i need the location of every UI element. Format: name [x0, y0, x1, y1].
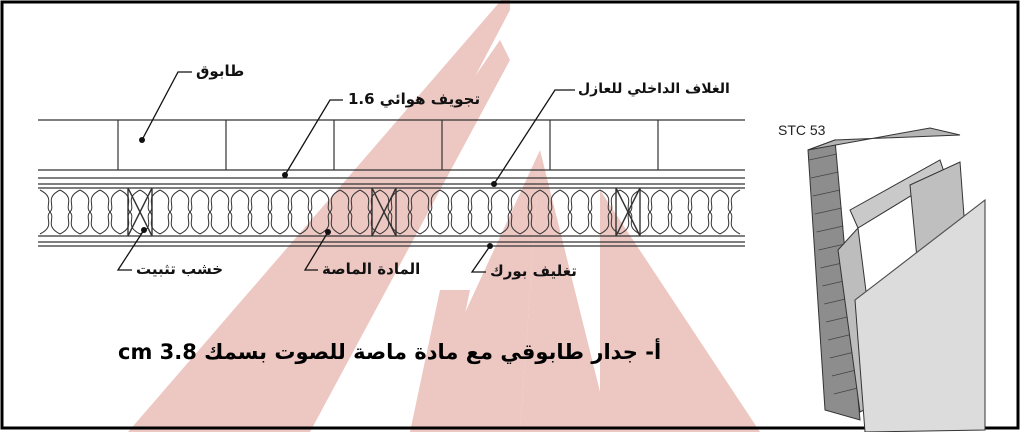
- insulation-loop: [59, 189, 81, 235]
- insulation-loop: [699, 189, 721, 235]
- wall-3d-illustration: [807, 127, 986, 433]
- brick-joint: [814, 207, 842, 215]
- insulation-loop: [339, 189, 361, 235]
- insulation-loop: [479, 189, 501, 235]
- fixing-wood-studs: [127, 187, 641, 237]
- insulation-pattern: [39, 189, 741, 235]
- insulation-loop: [319, 189, 341, 235]
- figure-caption: أ- جدار طابوقي مع مادة ماصة للصوت بسمك 3…: [118, 340, 662, 364]
- insulation-loop: [719, 189, 741, 235]
- insulation-loop: [459, 189, 481, 235]
- insulation-loop: [159, 189, 181, 235]
- insulation-loop: [599, 189, 621, 235]
- insulation-loop: [219, 189, 241, 235]
- insulation-loop: [39, 189, 61, 235]
- insulation-loop: [619, 189, 641, 235]
- label-insulation-inner-cover: الغلاف الداخلي للعازل: [578, 81, 730, 97]
- insulation-loop: [179, 189, 201, 235]
- insulation-loop: [579, 189, 601, 235]
- brick-joint: [810, 171, 839, 179]
- insulation-loop: [559, 189, 581, 235]
- leader-lines: [116, 71, 575, 273]
- insulation-loop: [299, 189, 321, 235]
- insulation-loop: [639, 189, 661, 235]
- insulation-loop: [659, 189, 681, 235]
- brick-joint: [816, 225, 844, 233]
- insulation-loop: [259, 189, 281, 235]
- brick-joint: [827, 333, 854, 341]
- brick-joint: [833, 387, 858, 395]
- brick-joint: [831, 369, 857, 377]
- brick-joint: [829, 351, 855, 359]
- insulation-loop: [199, 189, 221, 235]
- insulation-loop: [79, 189, 101, 235]
- label-absorbent-material: المادة الماصة: [322, 260, 421, 278]
- insulation-loop: [519, 189, 541, 235]
- brick-joint: [818, 243, 846, 251]
- label-fixing-wood: خشب تثبيت: [136, 260, 224, 278]
- insulation-loop: [399, 189, 421, 235]
- wall-cross-section: [38, 119, 745, 247]
- label-brick: طابوق: [196, 62, 245, 80]
- leader-dots: [139, 137, 497, 249]
- label-gypsum-board: تغليف بورك: [490, 262, 577, 280]
- insulation-loop: [99, 189, 121, 235]
- insulation-loop: [539, 189, 561, 235]
- insulation-loop: [119, 189, 141, 235]
- stc-label: STC 53: [778, 122, 826, 138]
- brick-joint: [808, 153, 838, 161]
- insulation-loop: [499, 189, 521, 235]
- brick-joint: [812, 189, 841, 197]
- insulation-loop: [679, 189, 701, 235]
- label-air-cavity: تجويف هوائي 1.6: [348, 90, 481, 108]
- insulation-loop: [419, 189, 441, 235]
- insulation-loop: [239, 189, 261, 235]
- insulation-loop: [279, 189, 301, 235]
- insulation-loop: [439, 189, 461, 235]
